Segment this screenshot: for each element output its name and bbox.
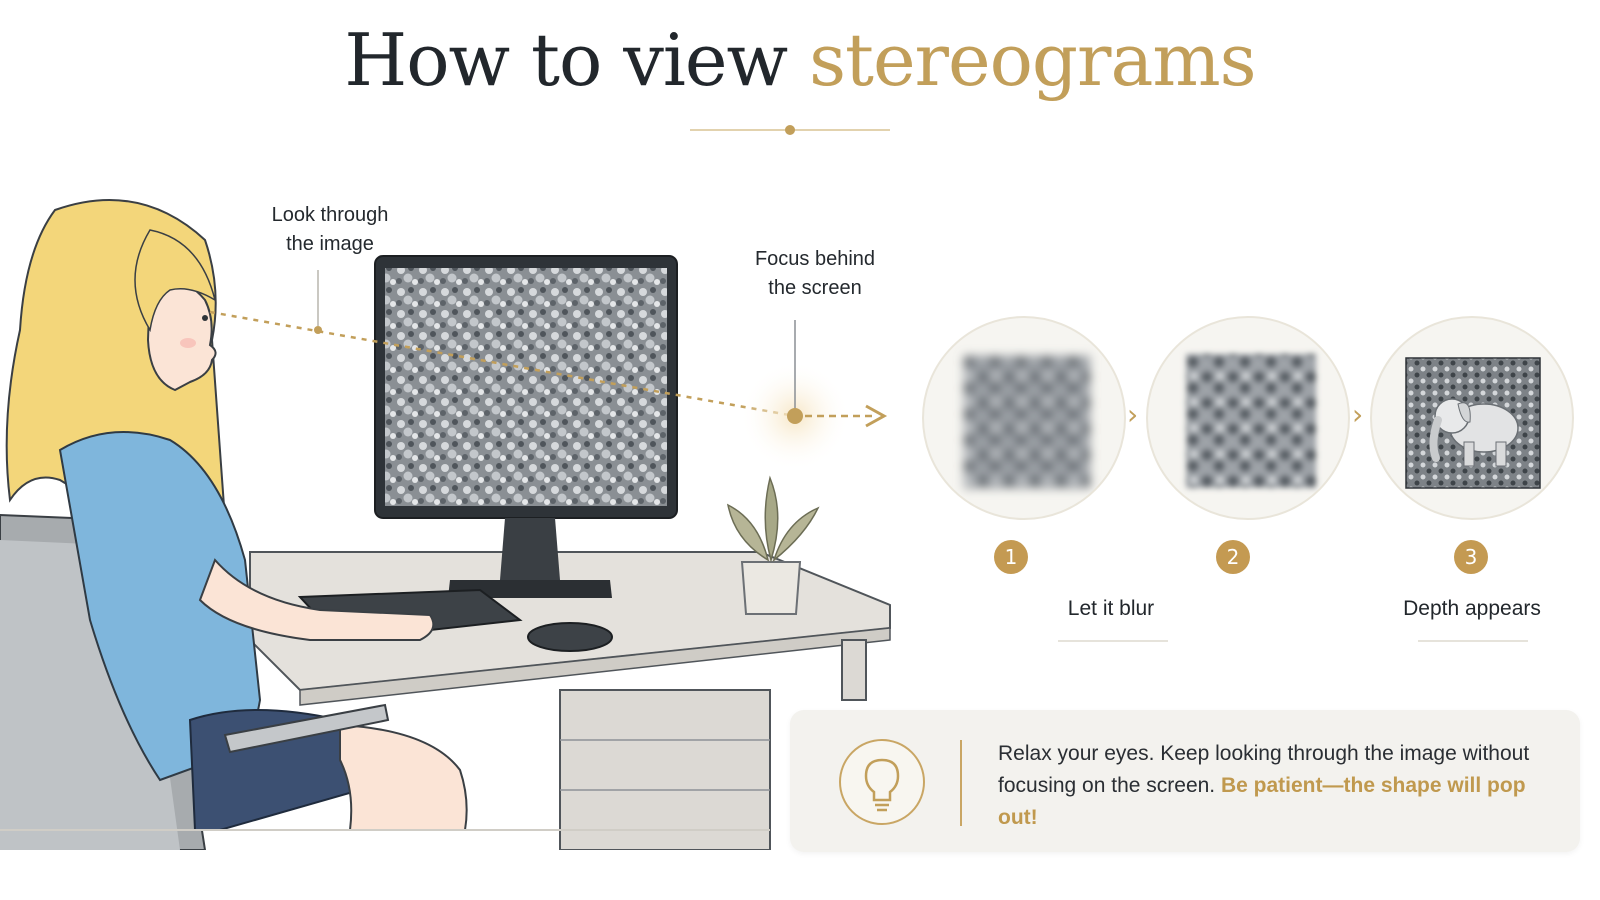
leg [339,723,468,831]
tip-text-emphasis: Be patient—the shape will pop out! [998,774,1526,829]
monitor-screen [385,268,667,506]
title-part-dark: How to view [344,18,788,102]
monitor-stand [500,518,560,580]
title-part-accent: stereograms [809,18,1257,102]
shirt [58,431,262,782]
callout-focus-behind: Focus behind the screen [754,248,876,299]
chevron-right-icon: › [1127,398,1139,431]
tip-text-plain: Relax your eyes. Keep looking through th… [998,742,1530,797]
step-underline [1058,640,1168,642]
step-number-1: 1 [994,540,1028,574]
arm [198,558,435,641]
step-1-preview [922,316,1126,520]
tip-box: Relax your eyes. Keep looking through th… [790,710,1580,852]
step-underline [1418,640,1528,642]
arrow-right-icon [865,404,888,428]
desk-drawer-unit [559,689,771,850]
tip-separator [960,740,962,826]
step-number-2: 2 [1216,540,1250,574]
step-3-preview [1370,316,1574,520]
face [146,279,217,392]
mouse [527,622,613,652]
step-label-3: Depth appears [1403,597,1541,620]
plant-pot [740,561,802,615]
step-label-2: Let it blur [1067,597,1155,620]
elephant-shape [1429,398,1519,467]
viewer-illustration [0,199,891,850]
page-title: How to view stereograms [0,18,1600,102]
sight-line [209,310,796,418]
step-number-3: 3 [1454,540,1488,574]
desk-leg [841,639,867,701]
chair-arm [223,703,390,754]
tip-text: Relax your eyes. Keep looking through th… [998,738,1558,834]
title-divider [690,125,890,135]
lightbulb-icon [839,739,925,825]
callout-look-through: Look through the image [271,204,389,255]
chevron-right-icon: › [1352,398,1364,431]
step-2-preview [1146,316,1350,520]
focus-point [787,408,803,424]
